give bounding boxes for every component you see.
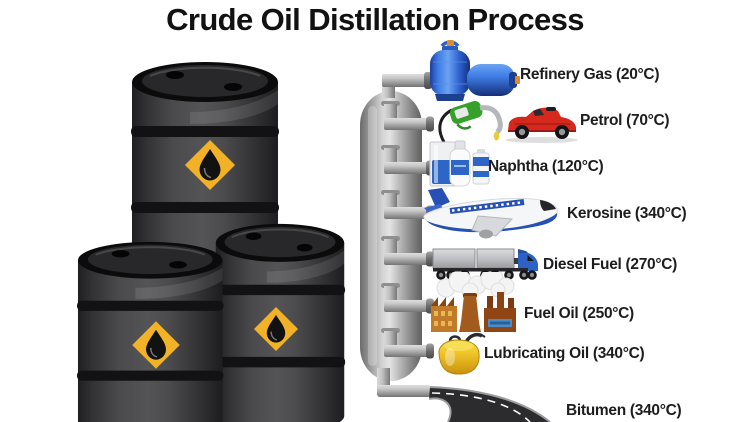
oil-can-icon bbox=[438, 332, 486, 375]
product-label-lubricating-oil: Lubricating Oil (340°C) bbox=[484, 345, 645, 362]
fuel-nozzle-and-car-icon bbox=[438, 101, 578, 143]
product-label-bitumen: Bitumen (340°C) bbox=[566, 402, 682, 419]
road-icon bbox=[428, 386, 551, 422]
product-label-petrol: Petrol (70°C) bbox=[580, 112, 670, 129]
product-label-kerosine: Kerosine (340°C) bbox=[567, 205, 687, 222]
product-label-diesel-fuel: Diesel Fuel (270°C) bbox=[543, 256, 678, 273]
product-label-naphtha: Naphtha (120°C) bbox=[488, 158, 604, 175]
column-top-outlet-pipe bbox=[382, 72, 432, 98]
airplane-icon bbox=[423, 188, 558, 239]
naphtha-containers-icon bbox=[429, 140, 490, 187]
factory-icon bbox=[431, 272, 516, 332]
product-label-refinery-gas: Refinery Gas (20°C) bbox=[520, 66, 660, 83]
oil-barrel-right bbox=[213, 222, 347, 422]
gas-cylinders-icon bbox=[430, 40, 520, 101]
page-title: Crude Oil Distillation Process bbox=[166, 2, 584, 37]
product-label-fuel-oil: Fuel Oil (250°C) bbox=[524, 305, 634, 322]
oil-barrel-front bbox=[75, 240, 225, 422]
column-bottom-outlet-pipe bbox=[377, 368, 431, 397]
